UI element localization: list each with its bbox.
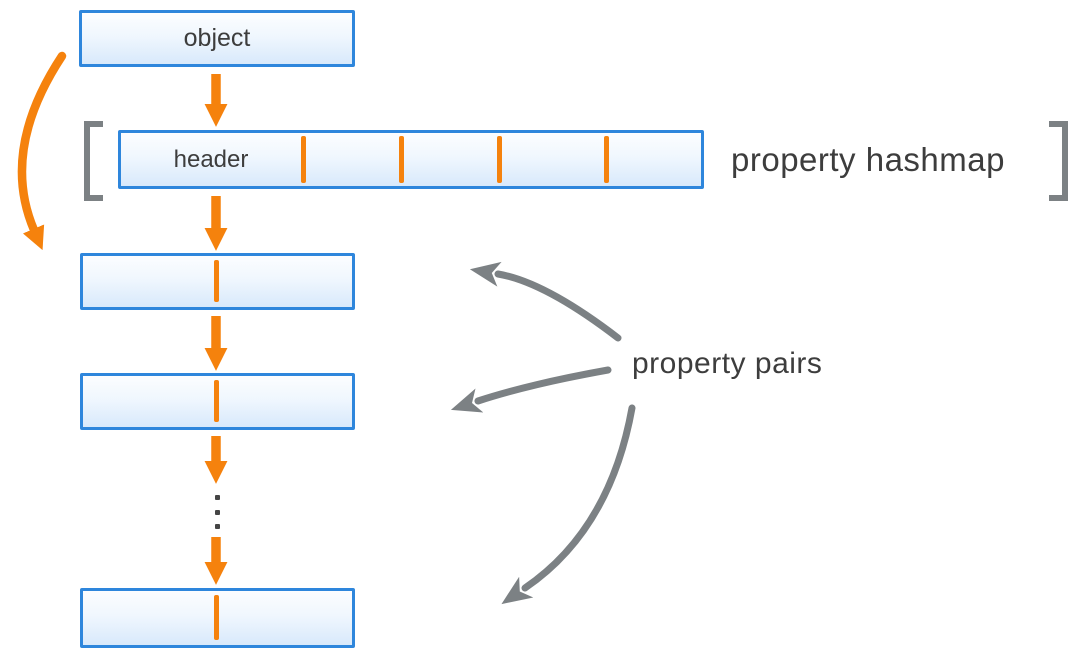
ellipsis-dot	[215, 495, 220, 500]
gray-arrow-icon-to-pair1	[469, 261, 622, 342]
gray-arrow-icon-to-pair3	[501, 404, 636, 605]
hash-slot-divider	[301, 136, 306, 183]
object-label: object	[183, 24, 251, 52]
property-pair-box-3	[80, 588, 355, 648]
hash-slot-divider	[497, 136, 502, 183]
ellipsis-dot	[215, 510, 220, 515]
pair-divider	[214, 595, 219, 640]
hash-slot-divider	[399, 136, 404, 183]
object-box: object	[79, 10, 355, 67]
gray-arrow-icon-to-pair2	[450, 366, 612, 413]
hashmap-header-box: header	[118, 130, 704, 189]
ellipsis-dot	[215, 524, 220, 529]
property-hashmap-label: property hashmap	[731, 141, 1005, 178]
hash-slot-divider	[604, 136, 609, 183]
left-bracket-icon	[84, 121, 103, 201]
property-pair-box-2	[80, 373, 355, 430]
curved-arrow-icon-object-to-pairs	[17, 51, 67, 251]
header-label: header	[173, 145, 249, 173]
property-pair-box-1	[80, 253, 355, 310]
right-bracket-icon	[1049, 121, 1068, 201]
pair-divider	[214, 260, 219, 302]
property-pairs-label: property pairs	[632, 347, 823, 380]
pair-divider	[214, 380, 219, 422]
